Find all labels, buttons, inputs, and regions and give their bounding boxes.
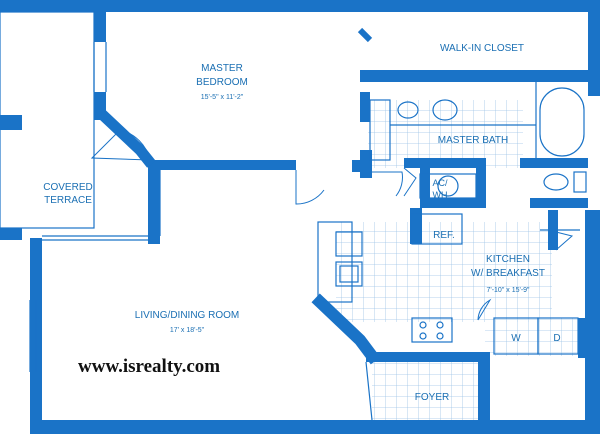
covered-terrace-label: COVERED — [43, 182, 92, 193]
fixtures — [335, 87, 587, 343]
ac-wh-label: AC/ — [432, 178, 448, 188]
kitchen-label-2: W/ BREAKFAST — [471, 268, 545, 279]
master-bedroom-label: MASTER — [201, 63, 243, 74]
foyer-label: FOYER — [415, 392, 449, 403]
covered-terrace-label-2: TERRACE — [44, 195, 92, 206]
master-bath-label: MASTER BATH — [438, 135, 508, 146]
doors — [90, 129, 574, 321]
refrigerator-label: REF. — [433, 230, 455, 241]
kitchen-size: 7'-10" x 15'-9" — [486, 287, 530, 294]
angled-walls — [98, 27, 381, 365]
kitchen-label: KITCHEN — [486, 254, 530, 265]
master-bedroom-size: 15'-5" x 11'-2" — [201, 94, 244, 101]
dryer-label: D — [553, 333, 560, 344]
living-dining-label: LIVING/DINING ROOM — [135, 310, 239, 321]
watermark-url: www.isrealty.com — [78, 356, 220, 377]
master-bedroom-label-2: BEDROOM — [196, 77, 248, 88]
ac-wh-label-2: WH — [433, 190, 448, 200]
tiled-floors — [336, 100, 580, 424]
washer-label: W — [511, 333, 521, 344]
living-dining-size: 17' x 18'-5" — [170, 327, 205, 334]
walk-in-closet-label: WALK-IN CLOSET — [440, 43, 524, 54]
thin-lines — [0, 11, 580, 421]
